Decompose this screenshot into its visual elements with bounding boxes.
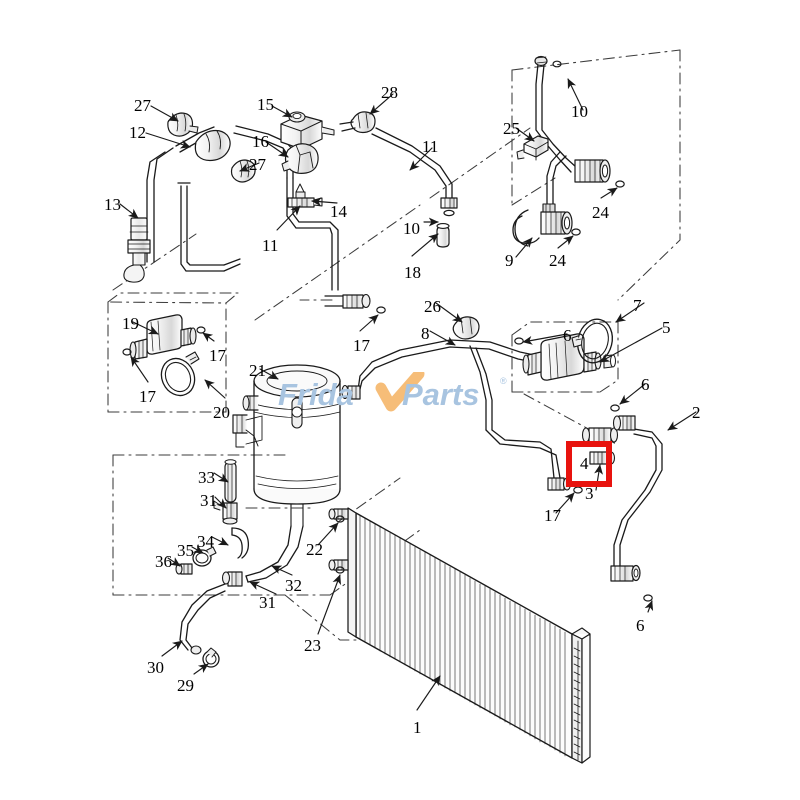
part-21-receiver-tank	[232, 364, 341, 527]
callout-label-20: 20	[213, 403, 230, 422]
part-31-elbow-b	[221, 571, 243, 587]
callout-label-5: 5	[662, 318, 671, 337]
part-8-suction-line	[357, 339, 549, 431]
part-15-switch-block	[280, 111, 335, 150]
condenser-tank-louvers	[573, 647, 581, 756]
coupler-upper-right	[574, 159, 611, 183]
callout-label-30: 30	[147, 658, 164, 677]
callout-label-17: 17	[139, 387, 156, 406]
callout-label-3: 3	[585, 484, 594, 503]
callout-label-6: 6	[641, 375, 650, 394]
callout-label-31: 31	[259, 593, 276, 612]
part-26-clip	[452, 316, 480, 340]
part-20-hose-clamp	[160, 351, 200, 397]
callout-label-16: 16	[252, 132, 269, 151]
callout-label-36: 36	[155, 552, 172, 571]
callout-label-23: 23	[304, 636, 321, 655]
part-29-hose-clamp-small	[202, 647, 220, 668]
suction-line-fitting	[341, 384, 361, 400]
callout-label-10: 10	[403, 219, 420, 238]
part-36-nipple	[175, 563, 193, 575]
callout-label-18: 18	[404, 263, 421, 282]
callout-label-1: 1	[413, 718, 422, 737]
part-17-oring-top	[376, 306, 386, 314]
callout-label-28: 28	[381, 83, 398, 102]
callout-label-8: 8	[421, 324, 430, 343]
part-34-elbow-hose	[231, 527, 250, 559]
callout-label-27: 27	[249, 155, 266, 174]
part-1-condenser	[347, 507, 591, 764]
condenser-fins	[359, 514, 566, 757]
callout-label-33: 33	[198, 468, 215, 487]
callout-label-19: 19	[122, 314, 139, 333]
part-23-oring	[335, 566, 345, 574]
callout-label-26: 26	[424, 297, 441, 316]
callout-label-13: 13	[104, 195, 121, 214]
callout-label-6: 6	[636, 616, 645, 635]
highlight-label: 4	[580, 454, 589, 473]
callout-label-32: 32	[285, 576, 302, 595]
callout-label-24: 24	[592, 203, 609, 222]
callout-label-10: 10	[571, 102, 588, 121]
part-7-clamp-ring	[571, 318, 614, 364]
callout-label-11: 11	[422, 137, 439, 156]
part-6-oring-a	[514, 337, 524, 345]
callout-label-11: 11	[262, 236, 279, 255]
callout-label-27: 27	[134, 96, 151, 115]
callout-label-24: 24	[549, 251, 566, 270]
part-27-clip-top	[167, 112, 199, 137]
tube-11-end-fitting	[440, 197, 458, 217]
fitting-17-top	[324, 293, 371, 309]
callout-label-14: 14	[330, 202, 347, 221]
callout-label-12: 12	[129, 123, 146, 142]
part-9-bracket-fitting	[512, 203, 573, 247]
callout-label-7: 7	[633, 296, 642, 315]
callout-label-2: 2	[692, 403, 701, 422]
part-33-filter-cartridge	[224, 459, 237, 503]
callout-label-25: 25	[503, 119, 520, 138]
part-32-drain-tube	[245, 525, 304, 583]
part-6-oring-bottom	[643, 594, 653, 602]
part-31-elbow-a	[213, 500, 238, 525]
tube-upper-right-2	[546, 151, 567, 217]
part-17-oring-left-b	[196, 326, 206, 334]
part-17-oring-lower	[573, 486, 583, 494]
part-24-oring-upper	[615, 180, 625, 188]
tube-11-upper	[339, 121, 453, 199]
part-13-valve-assembly	[123, 217, 151, 283]
part-19-filter-drier	[129, 314, 197, 360]
callout-label-17: 17	[544, 506, 561, 525]
callout-label-22: 22	[306, 540, 323, 559]
part-24-oring-lower	[571, 228, 581, 236]
highlight-box-part-4[interactable]	[566, 441, 612, 487]
callout-label-17: 17	[209, 346, 226, 365]
part-6-oring-b	[610, 404, 620, 412]
callout-label-15: 15	[257, 95, 274, 114]
part-16-valve-body	[281, 143, 319, 174]
part-18-cap	[436, 223, 450, 248]
callout-label-29: 29	[177, 676, 194, 695]
part-4-liquid-line	[485, 429, 572, 491]
callout-label-17: 17	[353, 336, 370, 355]
part-17-oring-left-a	[122, 348, 132, 356]
condenser-ports	[328, 508, 349, 571]
part-10-washer-upper	[552, 60, 562, 68]
leader-lines	[119, 78, 697, 711]
callout-label-31: 31	[200, 491, 217, 510]
callout-label-6: 6	[563, 326, 572, 345]
part-28-tube-clamp	[350, 111, 376, 134]
callout-label-34: 34	[197, 532, 214, 551]
part-2-discharge-hose	[610, 415, 663, 582]
callout-label-9: 9	[505, 251, 514, 270]
callout-label-21: 21	[249, 361, 266, 380]
callout-label-35: 35	[177, 541, 194, 560]
part-22-oring	[335, 515, 345, 523]
part-12-fitting	[194, 129, 231, 162]
